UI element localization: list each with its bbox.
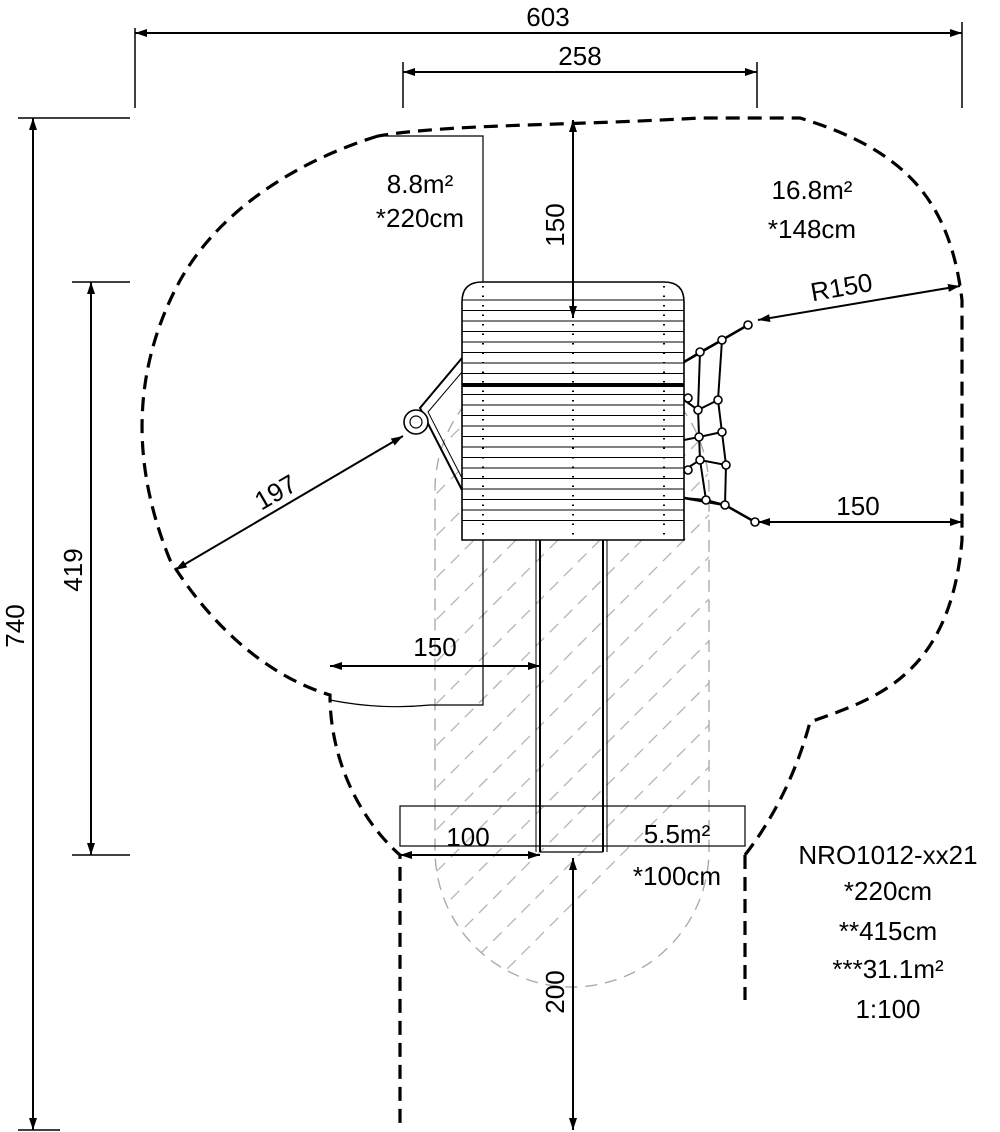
product-height: *220cm [844,876,932,906]
slide-offset-label: 100 [446,822,489,852]
slide-runout-zone [434,352,710,988]
left-span-label: 419 [58,548,88,591]
dimension-lines [29,29,962,1130]
platform [461,281,685,541]
safety-zone-outline [140,116,964,1130]
fire-pole [403,357,463,491]
diagonal-label: 197 [249,468,302,516]
lower-height: *100cm [633,861,721,891]
climbing-net [683,320,760,527]
right-clearance-label: 150 [836,491,879,521]
upper-left-area: 8.8m² [387,169,454,199]
slide-runout-label: 200 [540,970,570,1013]
overall-width-label: 603 [526,2,569,32]
dimension-labels: 603 258 740 419 150 R150 150 197 150 100… [0,2,880,1014]
lower-area: 5.5m² [644,819,711,849]
left-clearance-label: 150 [413,632,456,662]
slide [535,540,608,853]
product-area: ***31.1m² [832,954,944,984]
platform-width-label: 258 [558,41,601,71]
upper-right-area: 16.8m² [772,175,853,205]
overall-depth-label: 740 [0,604,30,647]
zone-labels: 8.8m² *220cm 16.8m² *148cm 5.5m² *100cm [376,169,856,891]
top-clearance-label: 150 [540,203,570,246]
product-width: **415cm [839,916,937,946]
upper-left-height: *220cm [376,203,464,233]
product-info: NRO1012-xx21 *220cm **415cm ***31.1m² 1:… [798,840,977,1024]
upper-right-height: *148cm [768,214,856,244]
product-code: NRO1012-xx21 [798,840,977,870]
drawing-scale: 1:100 [855,994,920,1024]
